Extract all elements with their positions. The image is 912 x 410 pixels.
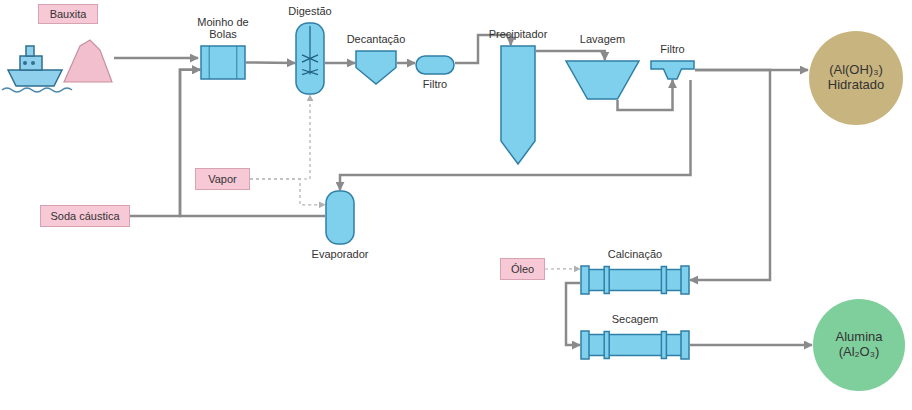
settler-tank-outline	[355, 50, 397, 85]
filter-unit: Filtro	[650, 60, 695, 80]
source-tag: Bauxita	[38, 4, 98, 24]
evaporator-vessel: Evaporador	[325, 190, 355, 245]
evaporator-vessel-outline	[325, 190, 355, 245]
equipment-label: Calcinação	[608, 248, 662, 261]
ball-mill: Moinho de Bolas	[200, 45, 246, 80]
equipment-label: Lavagem	[580, 33, 625, 46]
steam-line	[250, 95, 310, 179]
washer-tank: Lavagem	[565, 60, 640, 100]
precipitator-tank-outline	[500, 45, 536, 165]
steam-line	[250, 179, 325, 205]
node-label: Alumina	[836, 330, 883, 345]
filter-unit-outline	[415, 55, 455, 75]
equipment-label: Decantação	[347, 33, 406, 46]
node-label: Bauxita	[50, 8, 87, 21]
dryer-kiln-outline	[580, 330, 690, 360]
ore-pile	[64, 40, 112, 82]
flow-arrow	[690, 344, 812, 347]
node-label: Soda cáustica	[50, 210, 119, 223]
ball-mill-outline	[200, 45, 246, 80]
input-tag: Óleo	[500, 258, 545, 280]
equipment-label: Filtro	[660, 43, 684, 56]
equipment-label: Secagem	[612, 313, 658, 326]
filter-unit-outline	[650, 60, 695, 80]
filter-unit: Filtro	[415, 55, 455, 75]
washer-tank-outline	[565, 60, 640, 100]
equipment-label: Digestão	[288, 5, 331, 18]
flow-arrow	[536, 51, 605, 60]
ship-icon	[8, 46, 62, 86]
feed-arrow	[114, 57, 198, 60]
precipitator-tank: Precipitador	[500, 45, 536, 165]
settler-tank: Decantação	[355, 50, 397, 85]
node-label: (Al(OH)₃)	[829, 63, 883, 78]
flow-arrow	[566, 283, 580, 345]
flow-arrow	[690, 70, 770, 280]
input-tag: Soda cáustica	[40, 205, 130, 227]
node-label: Óleo	[511, 263, 534, 276]
input-tag: Vapor	[195, 168, 250, 190]
calciner-kiln-outline	[580, 265, 690, 295]
flow-arrow	[325, 62, 355, 65]
equipment-label: Moinho de Bolas	[192, 16, 254, 41]
product-circle: (Al(OH)₃)Hidratado	[808, 30, 904, 126]
water-waves	[2, 88, 72, 92]
flow-arrow	[397, 62, 415, 65]
node-label: Vapor	[208, 173, 237, 186]
product-circle: Alumina(Al₂O₃)	[812, 298, 906, 392]
equipment-label: Filtro	[423, 78, 447, 91]
dryer-kiln: Secagem	[580, 330, 690, 360]
calciner-kiln: Calcinação	[580, 265, 690, 295]
node-sublabel: Hidratado	[828, 78, 884, 93]
digester-vessel: Digestão	[295, 22, 325, 95]
digester-vessel-outline	[295, 22, 325, 95]
node-sublabel: (Al₂O₃)	[839, 345, 880, 360]
steam-line	[545, 268, 580, 269]
equipment-label: Precipitador	[489, 28, 548, 41]
flow-arrow	[130, 70, 200, 216]
flow-arrow	[246, 61, 295, 64]
equipment-label: Evaporador	[312, 248, 369, 261]
